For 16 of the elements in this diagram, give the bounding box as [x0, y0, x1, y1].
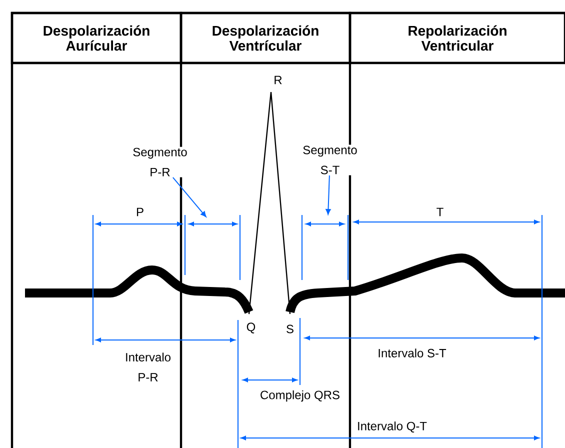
header-cell: Despolarización Aurícular [10, 12, 182, 64]
wave-label: Intervalo S-T [378, 348, 446, 358]
wave-label: Intervalo P-R [126, 352, 170, 382]
leader-line [326, 174, 331, 215]
segment-label: Segmento S-T [294, 144, 366, 176]
segment-label: Segmento P-R [124, 146, 196, 178]
wave-label: S [286, 324, 294, 334]
wave-label: Q [246, 322, 256, 334]
wave-label: T [436, 208, 444, 216]
wave-label: P [137, 208, 144, 216]
wave-label: Intervalo Q-T [358, 422, 427, 432]
wave-label: R [274, 76, 282, 84]
header-cell: Repolarización Ventricular [348, 12, 565, 64]
leader-line [172, 176, 206, 218]
wave-label: Complejo QRS [260, 390, 340, 402]
header-cell: Despolarización Ventrícular [180, 12, 352, 64]
